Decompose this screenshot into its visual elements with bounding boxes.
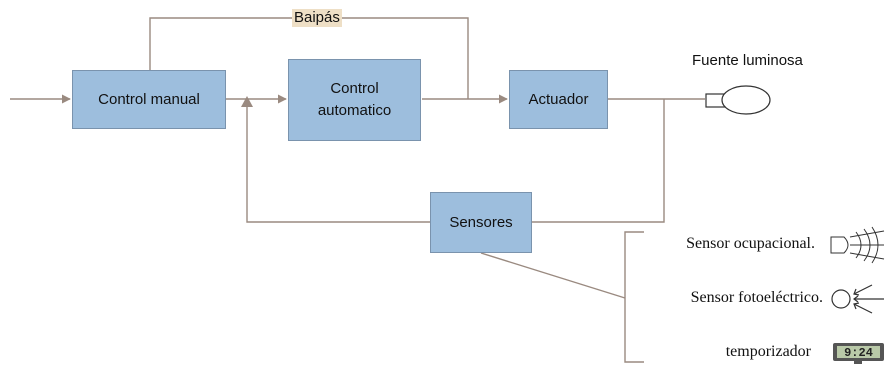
photoelectric-sensor-label: Sensor fotoeléctrico. (690, 289, 823, 306)
timer-label: temporizador (725, 343, 811, 360)
feedback-line (246, 104, 430, 223)
light-source-label: Fuente luminosa (692, 52, 803, 69)
sensor-list-bracket (624, 231, 644, 363)
light-bulb-icon (705, 85, 771, 115)
bypass-label: Baipás (292, 9, 342, 27)
automatic-control-block: Control automatico (288, 59, 421, 141)
photoelectric-sensor-icon (831, 284, 884, 314)
timer-icon: 9:24 (833, 343, 884, 364)
sensors-block: Sensores (430, 192, 532, 253)
actuator-block: Actuador (509, 70, 608, 129)
automatic-control-label-line2: automatico (317, 102, 392, 119)
actuator-label: Actuador (528, 91, 589, 108)
sensors-label: Sensores (449, 214, 513, 231)
manual-control-label: Control manual (98, 91, 200, 108)
light-to-sensors-line (532, 99, 665, 223)
feedback-arrowhead (241, 96, 253, 107)
automatic-control-label-line1: Control (330, 80, 379, 97)
sensors-to-list-line (480, 252, 626, 299)
occupancy-sensor-icon (830, 226, 885, 264)
manual-control-block: Control manual (72, 70, 226, 129)
timer-display: 9:24 (844, 346, 873, 360)
occupancy-sensor-label: Sensor ocupacional. (686, 235, 815, 252)
